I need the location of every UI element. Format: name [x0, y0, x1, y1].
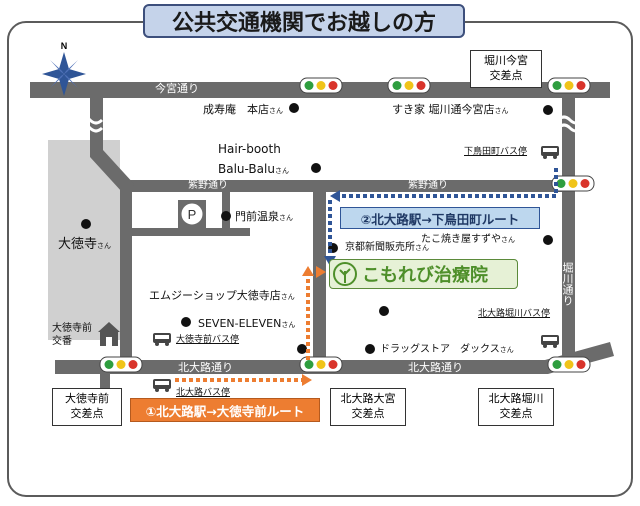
place-drugstore: ドラッグストア ダックスさん — [380, 344, 514, 355]
landmark-dot — [181, 317, 191, 327]
place-kyoto-newspaper: 京都新聞販売所さん — [345, 242, 429, 253]
clinic-label: こもれび治療院 — [329, 259, 518, 289]
landmark-dot — [81, 219, 91, 229]
parking-letter: P — [188, 207, 197, 222]
place-daitokuji: 大徳寺さん — [58, 237, 112, 252]
bus-icon — [153, 333, 171, 346]
landmark-dots — [81, 103, 553, 354]
road-label-horikawa: 堀川通り — [561, 262, 574, 306]
road-west-vertical — [120, 185, 132, 360]
bus-stop-daitokujimae: 大徳寺前バス停 — [176, 335, 240, 345]
compass-icon: N — [42, 41, 86, 96]
landmark-dot — [365, 344, 375, 354]
traffic-light-icon — [547, 77, 591, 94]
landmark-dot — [289, 103, 299, 113]
bus-icon — [541, 146, 559, 159]
road-south-stub — [100, 374, 110, 392]
road-kitaoji — [55, 342, 614, 374]
place-monzen-onsen: 門前温泉さん — [235, 210, 293, 223]
place-sukiya: すき家 堀川通今宮店さん — [392, 103, 509, 116]
traffic-light-icon — [547, 356, 591, 373]
landmark-dot — [543, 105, 553, 115]
landmark-dot — [379, 306, 389, 316]
road-small-2 — [222, 192, 230, 228]
traffic-signals — [99, 77, 595, 373]
road-label-imamiya: 今宮通り — [155, 82, 199, 95]
bus-stop-shimotanaka: 下鳥田町バス停 — [464, 147, 528, 157]
place-balu-balu: Balu-Baluさん — [218, 162, 289, 176]
route2-arrow-1 — [330, 190, 340, 202]
route1-arrow-2 — [302, 266, 314, 276]
bus-icon — [153, 379, 171, 392]
traffic-light-icon — [551, 175, 595, 192]
place-koban: 大徳寺前 交番 — [52, 323, 92, 347]
road-breaks — [76, 115, 584, 133]
route1-arrow-1 — [302, 374, 312, 386]
place-takoyaki: たこ焼き屋すずやさん — [421, 234, 515, 245]
tree-icon — [333, 262, 357, 286]
place-seven-eleven: SEVEN-ELEVENさん — [198, 317, 296, 330]
landmark-dot — [311, 163, 321, 173]
road-label-kitaoji-west: 北大路通り — [178, 361, 233, 374]
clinic-name: こもれび治療院 — [362, 265, 488, 286]
route2-path-h — [340, 168, 558, 198]
landmark-dot — [221, 211, 231, 221]
road-murasakino — [120, 180, 575, 192]
route1-arrow-3 — [316, 266, 326, 278]
place-seijuan: 成寿庵 本店さん — [203, 103, 283, 116]
intersection-daitokujimae: 大徳寺前 交差点 — [52, 388, 122, 426]
landmark-dot — [297, 344, 307, 354]
traffic-light-icon — [99, 356, 143, 373]
traffic-light-icon — [299, 77, 343, 94]
bus-icon — [541, 335, 559, 348]
road-label-murasakino-east: 紫野通り — [408, 180, 448, 191]
place-mg-shop: エムジーショップ大徳寺店さん — [149, 289, 295, 302]
place-hair-booth: Hair-booth — [218, 142, 281, 156]
page-title: 公共交通機関でお越しの方 — [143, 4, 465, 38]
road-label-murasakino-west: 紫野通り — [188, 180, 228, 191]
bus-stop-kitaoji-horikawa: 北大路堀川バス停 — [478, 309, 551, 319]
road-small-1 — [132, 228, 250, 236]
road-horikawa — [562, 98, 575, 363]
bus-stop-kitaoji: 北大路バス停 — [176, 388, 231, 398]
parking-circle — [180, 202, 204, 226]
intersection-kitaoji-horikawa: 北大路堀川 交差点 — [478, 388, 554, 426]
road-label-kitaoji-east: 北大路通り — [408, 361, 463, 374]
route2-label: ②北大路駅→下鳥田町ルート — [340, 207, 540, 229]
traffic-light-icon — [387, 77, 431, 94]
intersection-kitaoji-omiya: 北大路大宮 交差点 — [330, 388, 406, 426]
traffic-light-icon — [299, 356, 343, 373]
intersection-horikawa-imamiya: 堀川今宮 交差点 — [470, 50, 542, 88]
route1-label: ①北大路駅→大徳寺前ルート — [130, 398, 320, 422]
police-box-icon — [98, 322, 120, 346]
road-omiya — [313, 192, 326, 360]
compass-letter: N — [61, 41, 68, 51]
landmark-dot — [543, 235, 553, 245]
